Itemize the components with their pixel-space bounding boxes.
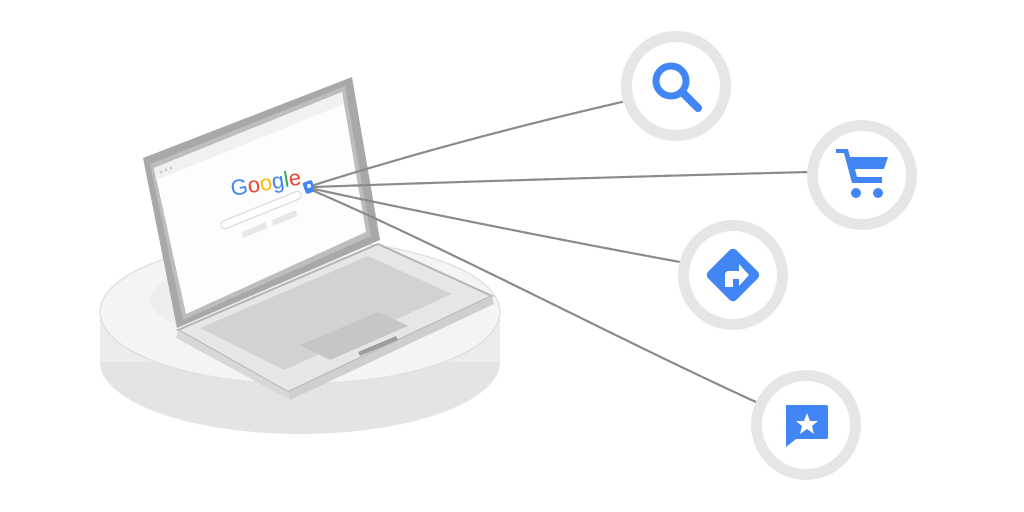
logo-letter: o xyxy=(258,169,274,196)
directions-icon xyxy=(706,248,760,302)
logo-letter: l xyxy=(282,167,291,192)
shopping-cart-icon xyxy=(836,149,888,198)
laptop-screen: Google xyxy=(143,77,380,328)
keyboard-area xyxy=(200,256,452,370)
search-icon xyxy=(652,62,702,112)
cart-circle xyxy=(807,120,917,230)
window-dots xyxy=(159,166,173,174)
review-circle xyxy=(751,370,861,480)
connector-line-cart xyxy=(312,170,812,189)
connector-lines xyxy=(312,100,812,404)
search-circle xyxy=(621,31,731,141)
logo-letter: o xyxy=(246,171,262,198)
trackpad xyxy=(300,312,408,360)
review-star-icon xyxy=(786,405,828,447)
search-box xyxy=(220,190,302,230)
connector-line-review xyxy=(312,189,758,404)
cursor-marker xyxy=(302,180,316,194)
logo-letter: g xyxy=(270,167,286,194)
logo-letter: G xyxy=(229,173,250,200)
connector-line-directions xyxy=(312,187,682,264)
directions-circle xyxy=(678,220,788,330)
google-logo: Google xyxy=(229,165,303,201)
search-buttons xyxy=(242,210,297,238)
connector-line-search xyxy=(312,100,624,187)
laptop-base xyxy=(175,242,495,400)
svg-text:Google: Google xyxy=(229,165,303,201)
logo-letter: e xyxy=(287,165,303,192)
